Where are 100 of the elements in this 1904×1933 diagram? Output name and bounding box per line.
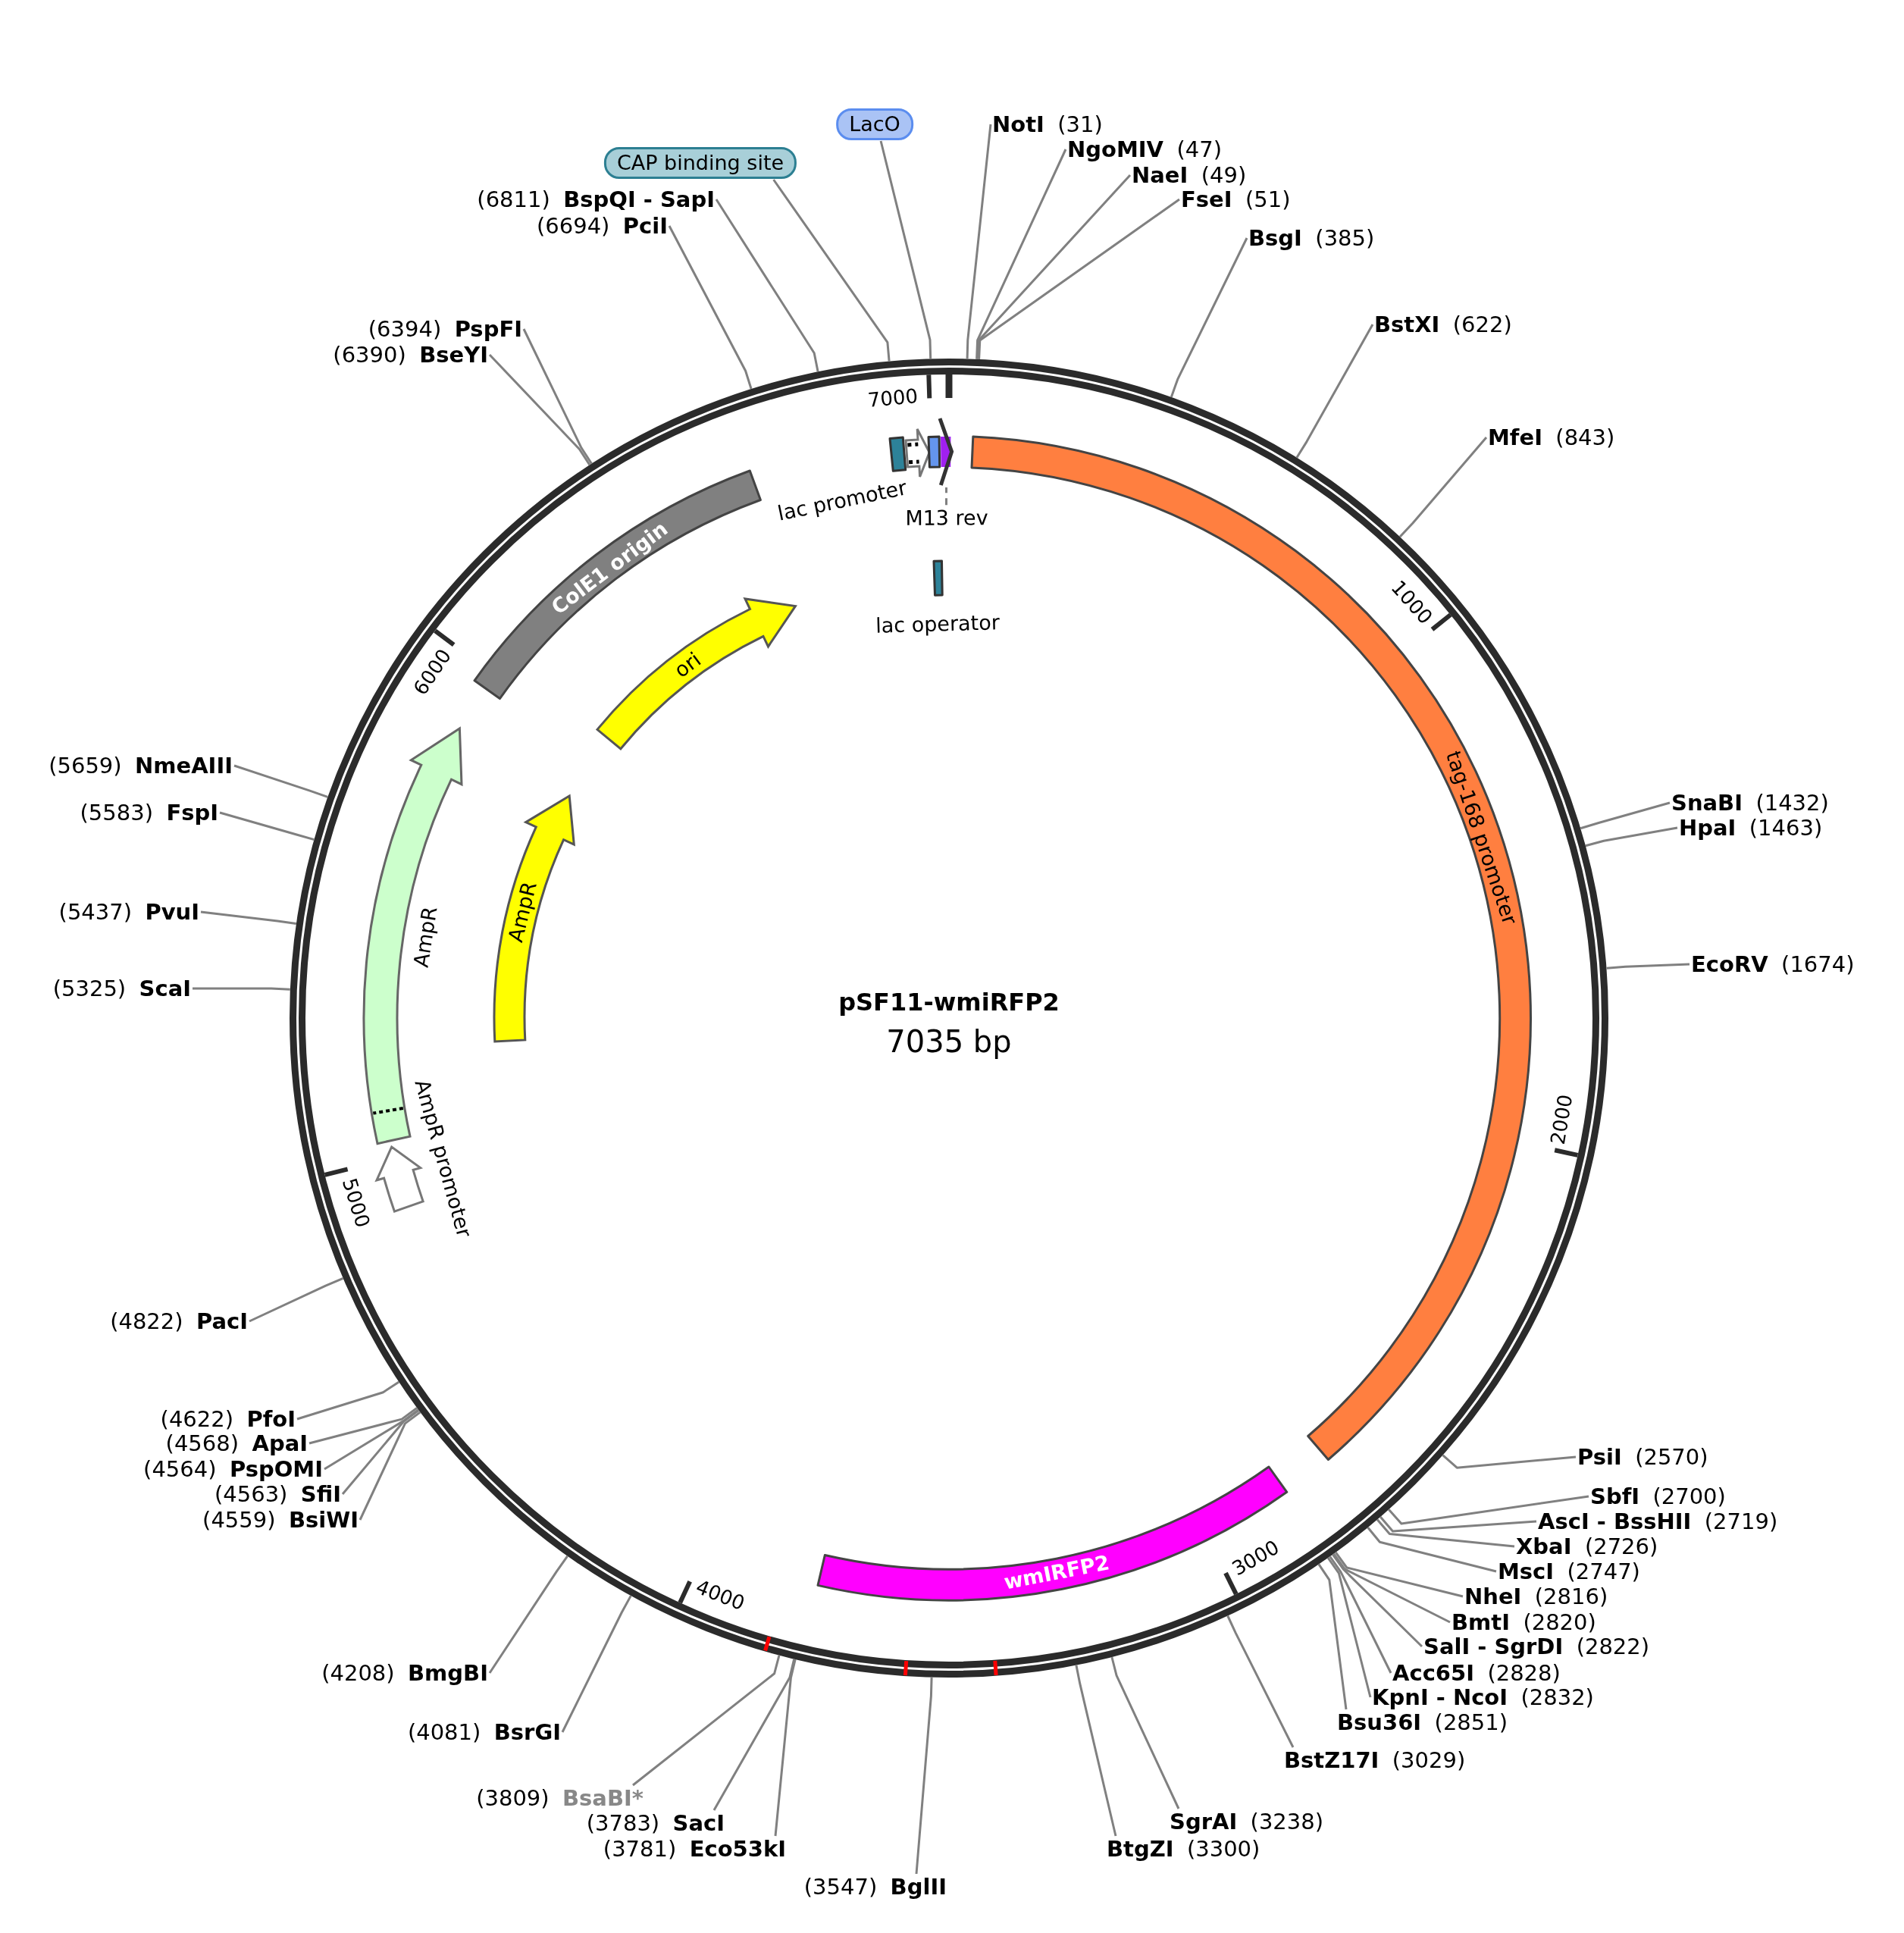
leader-line [712, 1659, 796, 1811]
leader-line [488, 353, 591, 466]
leader-line [1332, 1553, 1423, 1648]
leader-line [1334, 1551, 1464, 1598]
feature-block [888, 436, 908, 473]
cut-position: (3300) [1186, 1837, 1260, 1861]
enzyme-name: SgrAI [1170, 1809, 1238, 1834]
cut-position: (49) [1201, 163, 1247, 187]
leader-line [966, 124, 992, 359]
enzyme-name: PacI [196, 1309, 248, 1333]
cut-position: (385) [1315, 226, 1375, 250]
leader-line [1398, 437, 1488, 538]
cut-position: (47) [1176, 137, 1222, 161]
primer-site [938, 416, 954, 488]
leader-line [1226, 1615, 1295, 1748]
leader-line [1580, 801, 1671, 830]
cut-position: (2719) [1704, 1509, 1778, 1534]
leader-line [1332, 1552, 1451, 1624]
leader-line [975, 149, 1067, 359]
enzyme-name: Bsu36I [1337, 1710, 1422, 1734]
cut-position: (843) [1555, 425, 1615, 450]
leader-line [1329, 1555, 1392, 1674]
leader-line [1110, 1656, 1180, 1809]
cut-position: (4568) [165, 1431, 240, 1455]
enzyme-name: Acc65I [1392, 1661, 1474, 1685]
leader-line [488, 1555, 569, 1674]
enzyme-name: NmeAIII [135, 753, 233, 778]
leader-line [1606, 963, 1690, 970]
enzyme-name: FspI [166, 800, 218, 825]
tick-label: 2000 [1546, 1092, 1578, 1146]
enzyme-name: BsgI [1248, 226, 1302, 250]
enzyme-name: SfiI [300, 1482, 341, 1506]
leader-line [1367, 1527, 1497, 1573]
leader-line [1317, 1563, 1348, 1710]
enzyme-name: KpnI - NcoI [1372, 1685, 1508, 1709]
leader-line [1585, 826, 1678, 847]
enzyme-name: BtgZI [1107, 1837, 1174, 1861]
enzyme-name: SacI [672, 1811, 725, 1835]
cut-position: (51) [1245, 187, 1291, 211]
cut-position: (3783) [586, 1811, 660, 1835]
cut-position: (1432) [1755, 791, 1829, 815]
feature-label: AmpR [503, 879, 541, 945]
cut-position: (3029) [1392, 1748, 1466, 1772]
leader-line [1075, 1665, 1117, 1837]
feature-tag: LacO [836, 108, 913, 140]
enzyme-name: NotI [992, 112, 1044, 136]
leader-line [1295, 324, 1374, 459]
plasmid-name: pSF11-wmiRFP2 [838, 988, 1060, 1017]
feature-label: wmIRFP2 [1001, 1550, 1112, 1595]
leader-line [561, 1595, 632, 1733]
enzyme-name: BmgBI [408, 1661, 488, 1685]
cut-position: (3238) [1250, 1809, 1323, 1834]
leader-line [772, 179, 891, 362]
enzyme-name: SalI - SgrDI [1423, 1634, 1564, 1659]
enzyme-name: BglII [890, 1875, 947, 1899]
plasmid-length: 7035 bp [886, 1024, 1012, 1059]
cut-position: (2851) [1434, 1710, 1508, 1734]
leader-line [296, 1380, 400, 1421]
cut-position: (5583) [80, 800, 153, 825]
cut-position: (1463) [1749, 816, 1823, 840]
leader-line [976, 174, 1132, 359]
cut-position: (2747) [1567, 1559, 1640, 1584]
cut-position: (6694) [537, 214, 610, 238]
cut-position: (2570) [1635, 1445, 1708, 1469]
enzyme-name: ScaI [139, 976, 191, 1001]
leader-line [668, 225, 753, 390]
enzyme-name: FseI [1181, 187, 1232, 211]
enzyme-name: PfoI [246, 1407, 296, 1431]
cut-position: (4081) [407, 1720, 481, 1744]
tick-label: 5000 [337, 1175, 374, 1230]
leader-line [200, 910, 297, 926]
cut-position: (2832) [1520, 1685, 1594, 1709]
enzyme-name: BsrGI [493, 1720, 561, 1744]
cut-position: (4563) [215, 1482, 288, 1506]
cut-position: (622) [1452, 312, 1512, 337]
cut-position: (4208) [321, 1661, 395, 1685]
leader-line [1326, 1557, 1372, 1698]
enzyme-name: PsiI [1577, 1445, 1622, 1469]
enzyme-name: BsiWI [288, 1508, 359, 1532]
leader-line [308, 1407, 418, 1445]
cut-position: (2820) [1523, 1610, 1596, 1634]
leader-line [341, 1409, 420, 1495]
feature-tag: CAP binding site [603, 147, 797, 179]
enzyme-name: XbaI [1516, 1534, 1572, 1559]
cut-position: (2828) [1487, 1661, 1561, 1685]
enzyme-name: BstXI [1374, 312, 1440, 337]
cut-position: (2726) [1584, 1534, 1658, 1559]
leader-line [324, 1408, 419, 1471]
enzyme-name: NheI [1464, 1584, 1522, 1609]
enzyme-name: PciI [622, 214, 668, 238]
cut-position: (2816) [1534, 1584, 1608, 1609]
cut-position: (31) [1057, 112, 1103, 136]
cut-position: (5437) [58, 900, 132, 924]
cut-position: (1674) [1781, 952, 1855, 976]
cut-position: (6390) [333, 343, 406, 367]
feature-label: ori [669, 647, 706, 682]
cut-position: (2822) [1576, 1634, 1650, 1659]
leader-line [879, 140, 932, 359]
tick-label: 4000 [692, 1576, 748, 1616]
enzyme-name: MfeI [1488, 425, 1542, 450]
